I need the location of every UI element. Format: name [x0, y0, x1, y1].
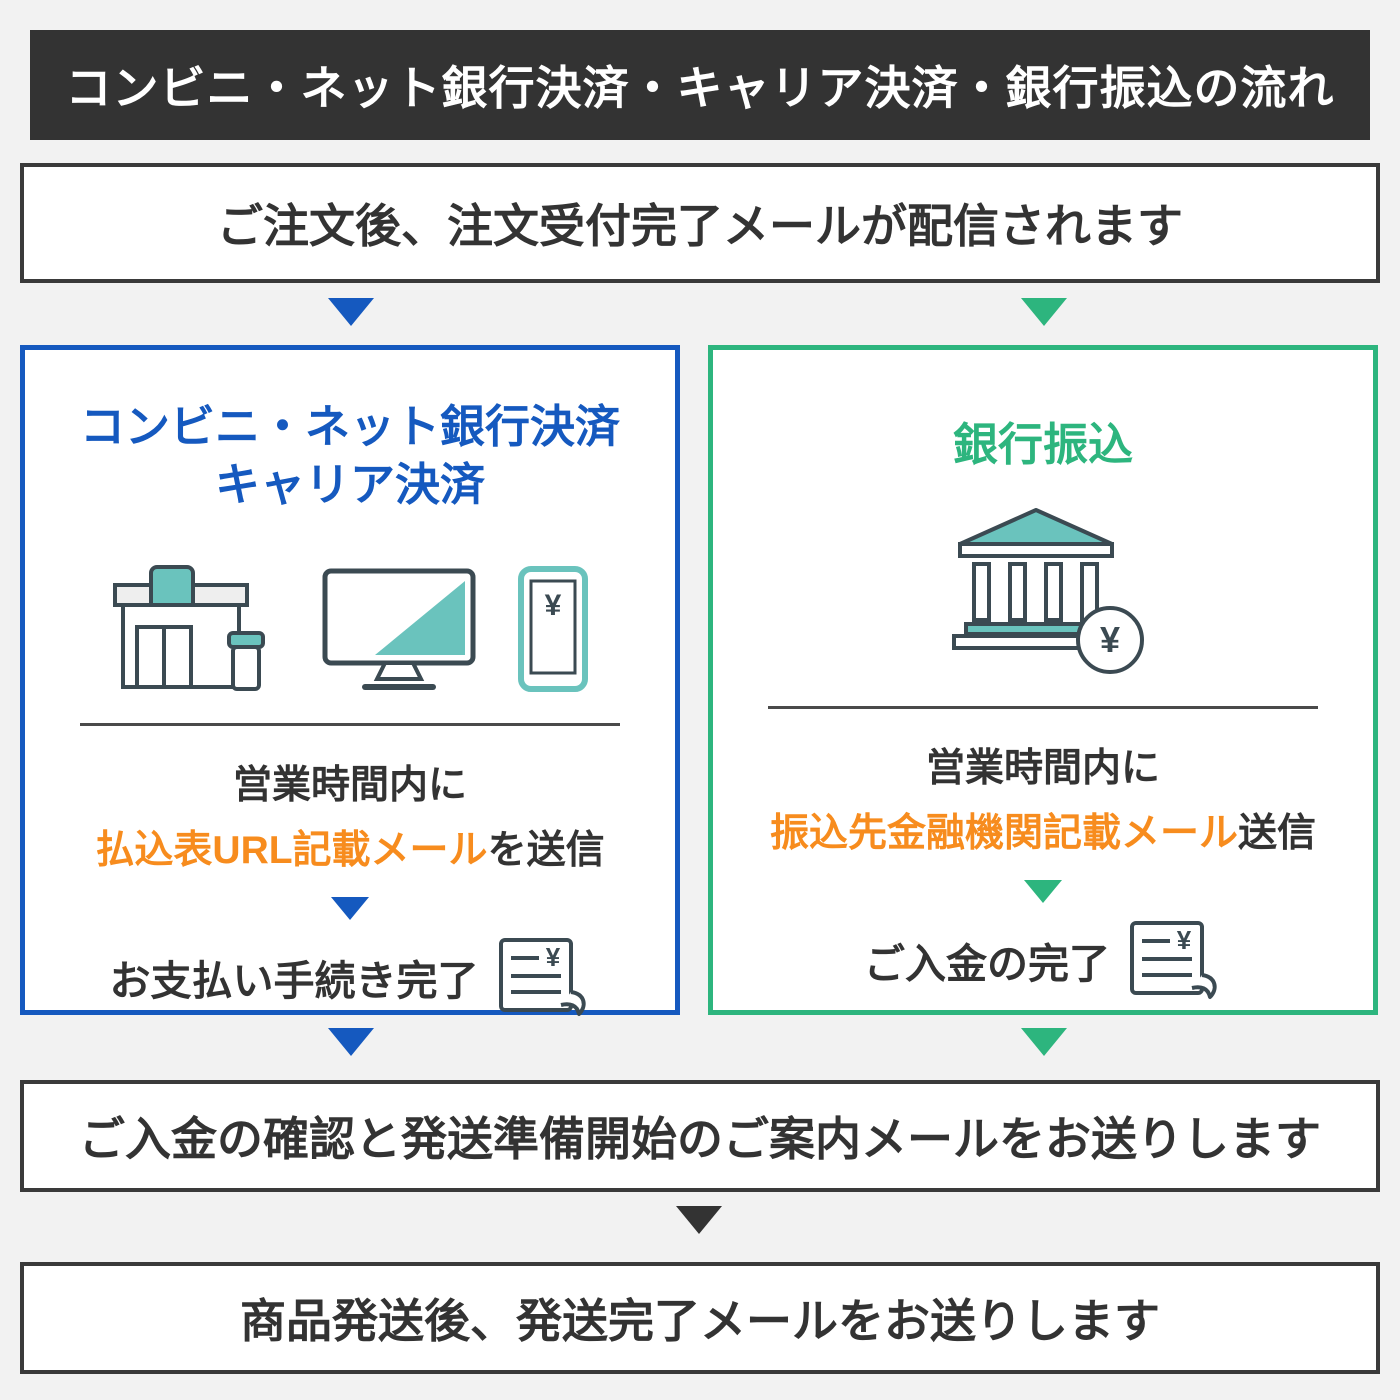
step-order-text: ご注文後、注文受付完了メールが配信されます [217, 200, 1183, 252]
right-panel-bank-transfer: 銀行振込 ¥ [708, 345, 1378, 1015]
down-arrow-green-bottom [1021, 1028, 1067, 1056]
down-arrow-blue-inner [331, 897, 369, 921]
right-mail-highlight: 振込先金融機関記載メール [769, 811, 1238, 855]
left-business-hours-text: 営業時間内に [232, 764, 467, 808]
right-mail-line: 振込先金融機関記載メール送信 [731, 802, 1355, 858]
left-mail-line: 払込表URL記載メールを送信 [43, 819, 657, 875]
convenience-store-icon [111, 561, 281, 693]
left-mail-highlight: 払込表URL記載メール [95, 829, 488, 873]
receipt-right-yen-glyph: ¥ [1177, 925, 1192, 955]
left-panel-title-line1: コンビニ・ネット銀行決済 [79, 401, 620, 452]
down-arrow-green-top [1021, 298, 1067, 326]
right-complete-row: ご入金の完了 ¥ [731, 917, 1355, 1003]
receipt-icon-right: ¥ [1126, 917, 1222, 1003]
down-arrow-blue-top [328, 298, 374, 326]
smartphone-yen-glyph: ¥ [545, 589, 562, 622]
right-mail-suffix: 送信 [1238, 811, 1317, 855]
left-panel-konbini-netbank-carrier: コンビニ・ネット銀行決済 キャリア決済 [20, 345, 680, 1017]
step-ship-text: 商品発送後、発送完了メールをお送りします [240, 1295, 1160, 1347]
left-complete-row: お支払い手続き完了 ¥ [43, 934, 657, 1020]
monitor-icon [321, 567, 477, 693]
left-panel-divider [79, 723, 621, 727]
payment-method-icons: ¥ [43, 551, 657, 693]
receipt-icon-left: ¥ [495, 934, 591, 1020]
right-panel-divider [768, 705, 1318, 709]
left-panel-title-line2: キャリア決済 [214, 458, 485, 510]
left-mail-suffix: を送信 [487, 829, 605, 873]
right-panel-title: 銀行振込 [952, 419, 1133, 470]
step-ship-box: 商品発送後、発送完了メールをお送りします [20, 1262, 1380, 1374]
bank-yen-glyph: ¥ [1100, 619, 1120, 660]
header-bar: コンビニ・ネット銀行決済・キャリア決済・銀行振込の流れ [30, 30, 1370, 140]
right-business-hours-text: 営業時間内に [925, 746, 1160, 790]
step-confirm-text: ご入金の確認と発送準備開始のご案内メールをお送りします [79, 1113, 1321, 1165]
page-title: コンビニ・ネット銀行決済・キャリア決済・銀行振込の流れ [65, 62, 1335, 114]
bank-icon-row: ¥ [731, 500, 1355, 676]
down-arrow-green-inner [1024, 879, 1062, 903]
down-arrow-blue-bottom [328, 1028, 374, 1056]
receipt-left-yen-glyph: ¥ [545, 942, 560, 972]
right-complete-text: ご入金の完了 [864, 940, 1110, 987]
down-arrow-dark [676, 1206, 722, 1234]
left-complete-text: お支払い手続き完了 [109, 958, 479, 1005]
left-panel-title: コンビニ・ネット銀行決済 キャリア決済 [43, 398, 657, 513]
step-order-box: ご注文後、注文受付完了メールが配信されます [20, 163, 1380, 283]
step-confirm-box: ご入金の確認と発送準備開始のご案内メールをお送りします [20, 1080, 1380, 1192]
bank-icon: ¥ [940, 504, 1146, 676]
smartphone-icon: ¥ [517, 565, 589, 693]
